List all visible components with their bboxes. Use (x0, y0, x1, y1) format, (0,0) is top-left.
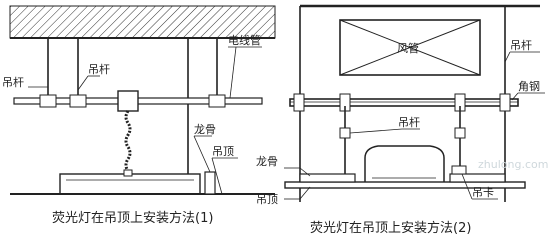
label-conduit: 电线管 (228, 33, 261, 47)
label-duct: 风管 (397, 41, 419, 55)
ceiling-2 (284, 181, 526, 189)
label-angle-steel: 角钢 (518, 80, 540, 93)
slab-1 (9, 5, 276, 39)
hanger-clip (451, 165, 467, 175)
label-hanger-right: 吊杆 (510, 38, 532, 52)
label-clip: 吊卡 (472, 186, 494, 199)
keel-1 (204, 171, 216, 195)
label-keel-1: 龙骨 (194, 123, 216, 136)
diagram-1: 吊杆 吊杆 电线管 龙骨 吊顶 荧光灯在吊顶上安装方法(1) (2, 5, 276, 226)
label-ceiling-1: 吊顶 (212, 145, 234, 158)
caption-2: 荧光灯在吊顶上安装方法(2) (310, 220, 471, 236)
label-hanger-top: 吊杆 (88, 62, 110, 76)
lamp-body-2 (364, 145, 445, 182)
caption-1: 荧光灯在吊顶上安装方法(1) (52, 210, 213, 226)
diagram-2: 风管 吊杆 角钢 吊杆 龙骨 吊顶 吊卡 荧光灯在吊顶上安装方法(2) (256, 4, 545, 236)
label-hanger-center: 吊杆 (398, 115, 420, 129)
angle-steel (289, 98, 519, 107)
junction-box (117, 90, 139, 112)
keel-2b (449, 173, 506, 183)
lamp-body-1 (59, 173, 201, 195)
keel-2a (299, 173, 356, 183)
label-keel-2: 龙骨 (256, 155, 278, 168)
label-hanger-left: 吊杆 (2, 75, 24, 89)
watermark: zhulong.com (478, 158, 548, 171)
label-ceiling-2: 吊顶 (256, 193, 278, 206)
